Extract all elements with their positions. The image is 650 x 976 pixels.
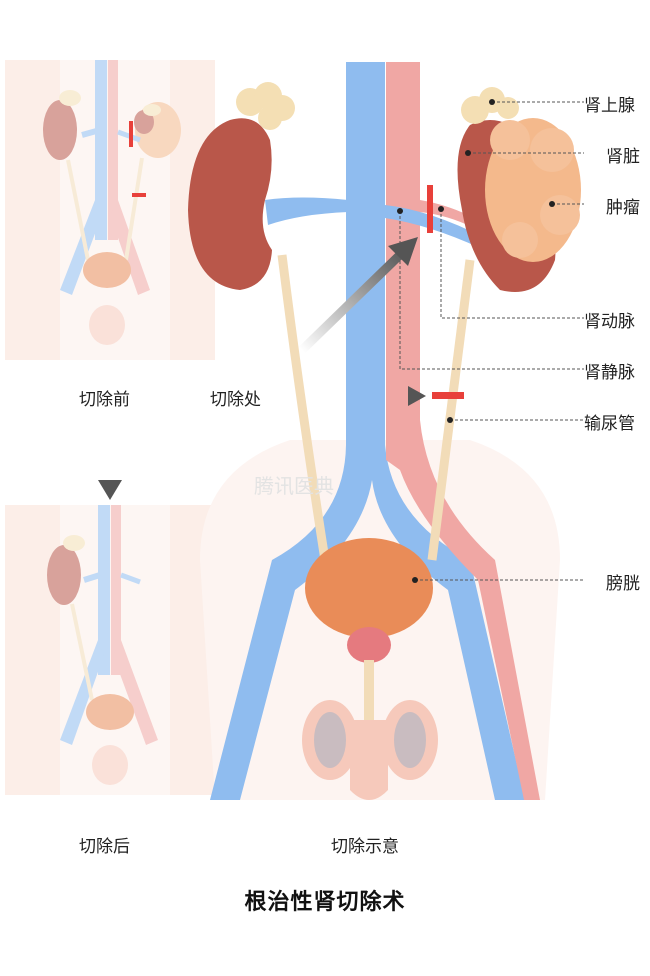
leader-lines bbox=[399, 101, 584, 581]
leader-dots bbox=[397, 99, 555, 583]
label-kidney: 肾脏 bbox=[606, 147, 640, 167]
bladder bbox=[305, 538, 433, 638]
label-renal-artery: 肾动脉 bbox=[584, 312, 635, 332]
caption-schematic: 切除示意 bbox=[331, 837, 399, 857]
artery-cut-mark bbox=[427, 185, 433, 233]
cut-site-arrow-up bbox=[298, 246, 409, 354]
right-adrenal bbox=[461, 87, 519, 124]
vena-cava bbox=[210, 62, 525, 800]
watermark: 腾讯医典 bbox=[254, 474, 334, 498]
before-panel bbox=[5, 60, 215, 360]
aorta bbox=[386, 62, 540, 800]
label-ureter: 输尿管 bbox=[584, 414, 635, 434]
left-kidney bbox=[188, 118, 272, 290]
main-body bbox=[188, 62, 581, 800]
caption-after: 切除后 bbox=[79, 837, 130, 857]
caption-before: 切除前 bbox=[79, 390, 130, 410]
label-renal-vein: 肾静脉 bbox=[584, 363, 635, 383]
label-adrenal: 肾上腺 bbox=[584, 96, 635, 116]
before-artery-cut-mark bbox=[129, 121, 133, 147]
before-ureter-cut-mark bbox=[132, 193, 146, 197]
page-title: 根治性肾切除术 bbox=[244, 890, 406, 915]
tumor bbox=[485, 118, 581, 262]
label-tumor: 肿瘤 bbox=[606, 198, 640, 218]
after-panel bbox=[5, 505, 215, 795]
left-adrenal bbox=[236, 82, 295, 130]
caption-cut-site: 切除处 bbox=[210, 390, 261, 410]
label-bladder: 膀胱 bbox=[606, 574, 640, 594]
ureter-cut-mark bbox=[432, 392, 464, 399]
